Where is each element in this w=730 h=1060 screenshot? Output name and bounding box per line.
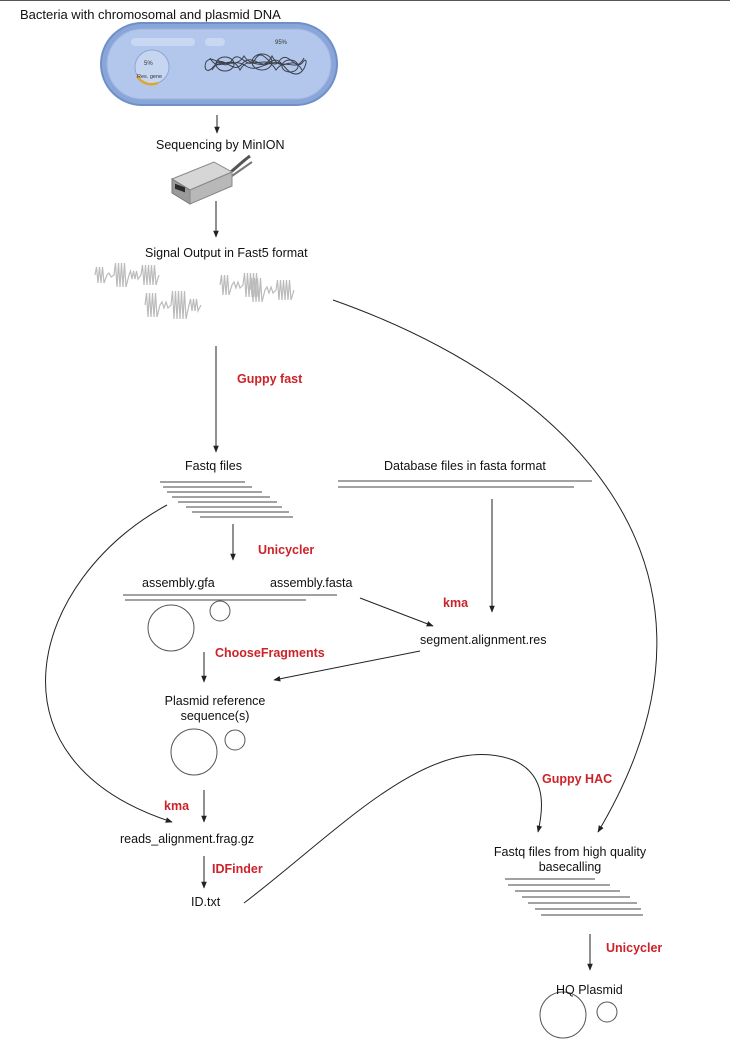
- plasmid-reference-line1: Plasmid reference: [164, 694, 266, 708]
- fastq-files-label: Fastq files: [185, 459, 242, 473]
- bacteria-title: Bacteria with chromosomal and plasmid DN…: [20, 7, 281, 22]
- id-txt-label: ID.txt: [191, 895, 221, 909]
- arrow-signal-to-hq-curve: [332, 299, 658, 833]
- bacteria-illustration: [100, 22, 338, 106]
- plasmid-pct-label: 5%: [144, 61, 153, 67]
- top-border: [0, 0, 730, 1]
- assembly-lines: [123, 594, 337, 601]
- arrow-fastq-to-reads-curve: [45, 504, 173, 823]
- minion-device-icon: [170, 154, 253, 205]
- res-gene-label: Res. gene: [137, 74, 163, 80]
- tool-choose-fragments: ChooseFragments: [215, 646, 325, 660]
- tool-kma-2: kma: [164, 799, 190, 813]
- chromosome-tangle-icon: [204, 53, 307, 75]
- assembly-circles-icon: [147, 600, 231, 652]
- segment-alignment-label: segment.alignment.res: [420, 633, 547, 647]
- fastq-hq-label: Fastq files from high quality basecallin…: [470, 845, 670, 875]
- signal-output-label: Signal Output in Fast5 format: [145, 246, 308, 260]
- fastq-hq-line2: basecalling: [538, 860, 602, 874]
- plasmid-reference-line2: sequence(s): [180, 709, 250, 723]
- tool-unicycler-1: Unicycler: [258, 543, 315, 557]
- database-lines: [338, 480, 592, 488]
- assembly-fasta-label: assembly.fasta: [270, 576, 353, 590]
- database-files-label: Database files in fasta format: [384, 459, 546, 473]
- tool-kma-1: kma: [443, 596, 469, 610]
- plasmid-reference-label: Plasmid reference sequence(s): [140, 694, 290, 724]
- fastq-hq-line1: Fastq files from high quality: [493, 845, 647, 859]
- signal-waveform-icon: [94, 262, 295, 320]
- hq-fastq-lines: [505, 878, 643, 916]
- tool-guppy-hac: Guppy HAC: [542, 772, 613, 786]
- flow-arrows: [45, 115, 658, 971]
- sequencing-label: Sequencing by MinION: [156, 138, 285, 152]
- arrow-assembly-to-segment: [359, 597, 434, 627]
- plasmid-circle-icon: [134, 49, 170, 86]
- reads-alignment-label: reads_alignment.frag.gz: [120, 832, 255, 846]
- tool-idfinder: IDFinder: [212, 862, 263, 876]
- arrow-id-to-hq-curve: [243, 754, 543, 904]
- bacteria-pct-label: 95%: [275, 40, 288, 46]
- plasmid-reference-circles-icon: [170, 728, 246, 776]
- assembly-gfa-label: assembly.gfa: [142, 576, 215, 590]
- hq-plasmid-circles-icon: [539, 991, 618, 1039]
- hq-plasmid-label: HQ Plasmid: [556, 983, 623, 997]
- fastq-reads-lines: [160, 481, 293, 518]
- arrow-segment-to-plasmid-ref: [273, 650, 421, 682]
- tool-unicycler-2: Unicycler: [606, 941, 663, 955]
- tool-guppy-fast: Guppy fast: [237, 372, 303, 386]
